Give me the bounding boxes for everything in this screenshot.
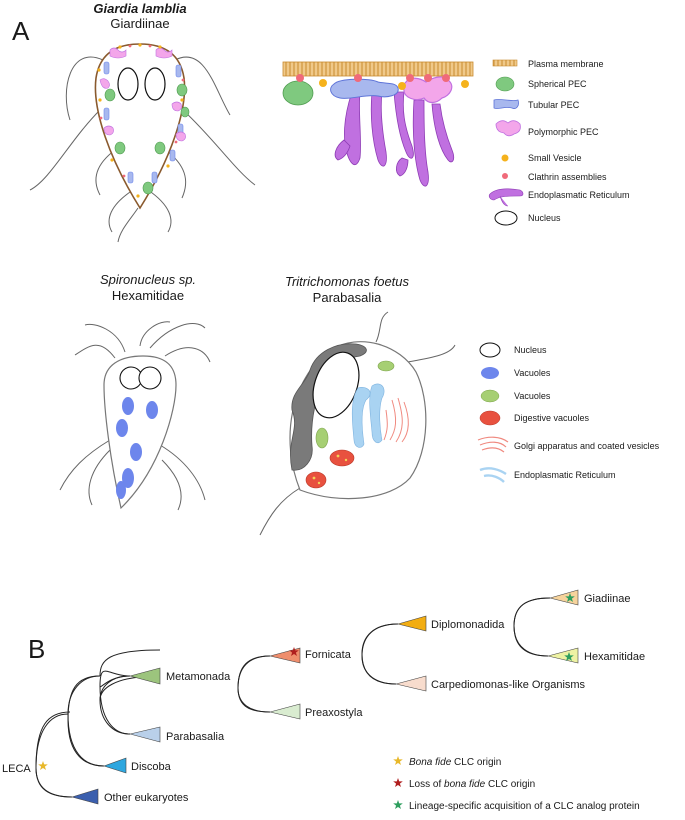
giadiinae-triangle [548,589,579,606]
legend-label: Endoplasmatic Reticulum [514,470,616,480]
hexamitidae-label: Hexamitidae [584,651,645,663]
spironucleus-taxon: Hexamitidae [112,288,184,303]
tree-branches [35,649,161,798]
giardia-cell-drawing [29,43,256,243]
carpediomonas-triangle [395,675,427,692]
er-swatch [488,188,524,207]
diplomonadida-triangle [396,615,427,632]
other-eukaryotes-triangle [70,788,99,805]
legend-label: Clathrin assemblies [528,172,607,182]
preaxostyla-label: Preaxostyla [305,707,363,719]
legend-label: Polymorphic PEC [528,127,599,137]
tubular-pec-swatch [493,99,519,109]
yellow-star-icon [393,756,403,765]
legend-label: Small Vesicle [528,153,582,163]
legend-tree: Bona fide CLC origin Loss of bona fide C… [393,756,640,812]
panel-b-letter: B [28,634,45,664]
giardia-species-name: Giardia lamblia [93,1,186,16]
legend-label: Digestive vacuoles [514,413,590,423]
leca-label: LECA [2,763,31,775]
fornicata-triangle [269,647,301,664]
clade-triangles [70,589,579,805]
green-vacuole-swatch [480,389,500,403]
legend-label: Golgi apparatus and coated vesicles [514,441,660,451]
legend-label: Spherical PEC [528,79,587,89]
spironucleus-species-name: Spironucleus sp. [100,272,196,287]
er-light-swatch [479,467,507,483]
discoba-label: Discoba [131,761,172,773]
plasma-membrane-swatch [492,59,518,67]
clathrin-swatch [502,173,508,179]
tritrichomonas-species-name: Tritrichomonas foetus [285,274,410,289]
nucleus-swatch [479,342,501,358]
red-star-icon [393,778,403,787]
carpediomonas-label: Carpediomonas-like Organisms [431,679,586,691]
yellow-star-icon [38,761,48,770]
other-eukaryotes-label: Other eukaryotes [104,792,189,804]
legend-label: Tubular PEC [528,100,580,110]
tree-connectors [99,675,131,735]
panel-a-letter: A [12,16,30,46]
legend-giardia: Plasma membrane Spherical PEC Tubular PE… [488,59,630,226]
metamonada-triangle [128,667,161,685]
legend-loss: Loss of bona fide CLC origin [409,779,535,790]
diplomonadida-label: Diplomonadida [431,619,505,631]
preaxostyla-triangle [269,703,301,720]
tritrichomonas-taxon: Parabasalia [313,290,382,305]
golgi-swatch [477,436,509,453]
spironucleus-cell-drawing [59,321,211,511]
tritrichomonas-cell-drawing [259,311,456,536]
legend-bona-fide: Bona fide CLC origin [409,757,501,768]
spherical-pec-swatch [495,76,515,92]
small-vesicle-swatch [501,154,509,162]
legend-label: Vacuoles [514,391,551,401]
fornicata-label: Fornicata [305,649,352,661]
legend-label: Vacuoles [514,368,551,378]
legend-tritrichomonas: Nucleus Vacuoles Vacuoles Digestive vacu… [477,342,660,483]
legend-label: Plasma membrane [528,59,604,69]
giadiinae-label: Giadiinae [584,593,630,605]
discoba-triangle [103,757,127,774]
nucleus-swatch [494,210,518,226]
legend-label: Endoplasmatic Reticulum [528,190,630,200]
green-star-icon [393,800,403,809]
polymorphic-pec-swatch [495,120,521,137]
digestive-vacuole-swatch [479,410,501,426]
tree-internal [237,597,551,713]
parabasalia-label: Parabasalia [166,731,225,743]
giardia-membrane-detail [282,61,474,187]
legend-acquisition: Lineage-specific acquisition of a CLC an… [409,801,640,812]
legend-label: Nucleus [528,213,561,223]
legend-label: Nucleus [514,345,547,355]
metamonada-label: Metamonada [166,671,231,683]
blue-vacuole-swatch [481,367,499,379]
giardia-taxon: Giardiinae [110,16,169,31]
parabasalia-triangle [129,726,161,743]
